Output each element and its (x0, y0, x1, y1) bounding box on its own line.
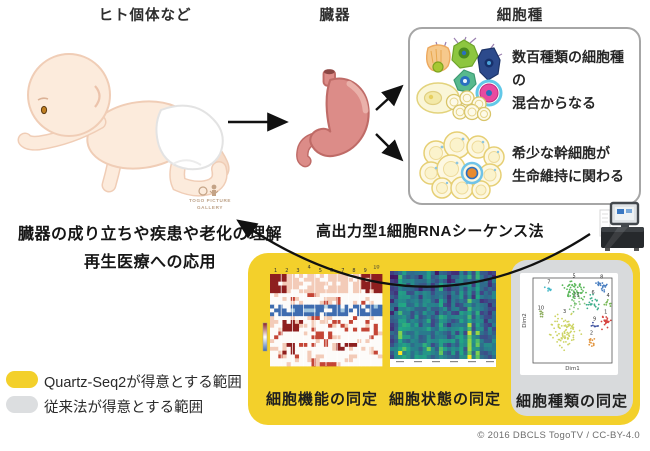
method-label: 高出力型1細胞RNAシーケンス法 (316, 223, 545, 240)
mixed-cells-text-line1: 数百種類の細胞種の (512, 49, 624, 89)
watermark-line2: GALLERY (197, 204, 223, 210)
stem-cells-text-line2: 生命維持に関わる (512, 168, 624, 185)
stem-cells-text-line1: 希少な幹細胞が (512, 145, 610, 161)
application-line2: 再生医療への応用 (83, 254, 216, 271)
heatmap-cell-function (262, 265, 384, 371)
arrow-organ-to-mixed-cells (375, 84, 404, 111)
legend-label-conventional: 従来法が得意とする範囲 (44, 400, 204, 416)
stem-cells-text: 希少な幹細胞が 生命維持に関わる (512, 142, 636, 188)
sequencer-icon (599, 201, 644, 251)
mixed-cells-text: 数百種類の細胞種の 混合からなる (512, 46, 636, 115)
label-human-individual: ヒト個体など (98, 8, 192, 24)
legend-swatch-quartz (6, 371, 38, 388)
baby-eye (40, 105, 48, 115)
legend-label-quartz: Quartz-Seq2が得意とする範囲 (44, 375, 242, 391)
arrow-organ-to-stem-cells (375, 133, 404, 162)
label-cell-type: 細胞種 (496, 8, 544, 24)
cell-type-box: 数百種類の細胞種の 混合からなる 希少な幹細胞が (408, 27, 641, 205)
label-organ: 臓器 (319, 8, 351, 24)
application-line1: 臓器の成り立ちや疾患や老化の理解 (17, 226, 282, 243)
stem-cells-illustration (419, 131, 505, 199)
heatmap-cell-state (390, 271, 496, 367)
togo-watermark: TOGO PICTURE GALLERY (176, 184, 244, 212)
mixed-cells-illustration (416, 36, 503, 122)
mixed-cells-text-line2: 混合からなる (512, 95, 596, 112)
baby-head (27, 53, 111, 137)
togo-logo-icon (198, 184, 219, 196)
copyright-text: © 2016 DBCLS TogoTV / CC-BY-4.0 (477, 430, 640, 441)
caption-cell-state: 細胞状態の同定 (388, 391, 501, 408)
legend-swatch-conventional (6, 396, 38, 413)
stomach-illustration (296, 69, 370, 168)
watermark-line1: TOGO PICTURE (188, 198, 232, 203)
caption-cell-function: 細胞機能の同定 (265, 391, 378, 408)
caption-cell-type: 細胞種類の同定 (515, 393, 628, 410)
tsne-cell-types (520, 273, 618, 375)
baby-illustration (17, 53, 230, 197)
application-text: 臓器の成り立ちや疾患や老化の理解 再生医療への応用 (0, 220, 300, 272)
